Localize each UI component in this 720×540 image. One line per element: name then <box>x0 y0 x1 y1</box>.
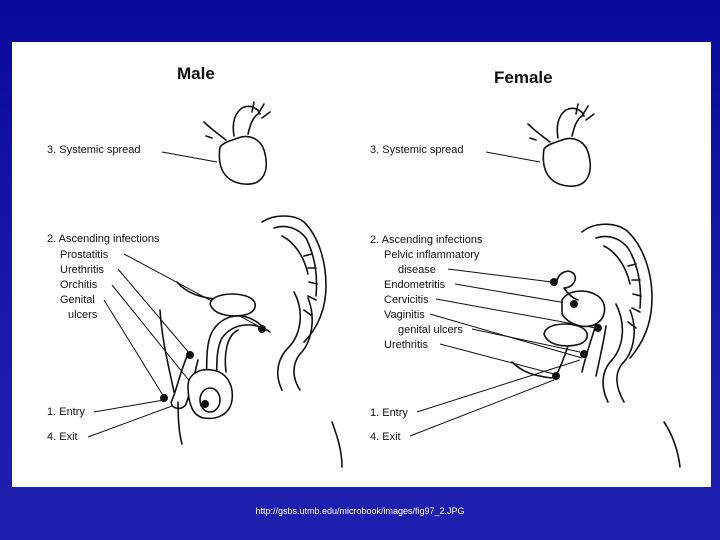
female-cervicitis-label: Cervicitis <box>384 294 429 306</box>
male-ulcers-label: ulcers <box>68 309 98 321</box>
female-heart-illustration <box>527 103 595 187</box>
male-genital-leader <box>103 299 165 398</box>
female-pid-leader <box>447 268 553 283</box>
female-pelvis-illustration <box>511 223 681 468</box>
female-heading: Female <box>494 68 553 87</box>
male-orchitis-leader <box>111 284 201 395</box>
male-urethritis-label: Urethritis <box>60 264 105 276</box>
infection-diagram: Male 3. Systemic spread 2. Ascending inf… <box>47 64 681 468</box>
male-genital-label: Genital <box>60 294 95 306</box>
female-vaginitis-label: Vaginitis <box>384 309 425 321</box>
female-systemic-label: 3. Systemic spread <box>370 144 464 156</box>
female-urethritis-label: Urethritis <box>384 339 429 351</box>
female-endometritis-leader <box>454 283 573 305</box>
male-systemic-label: 3. Systemic spread <box>47 144 141 156</box>
female-exit-label: 4. Exit <box>370 431 401 443</box>
female-pid-label-line2: disease <box>398 264 436 276</box>
slide-image-panel: Male 3. Systemic spread 2. Ascending inf… <box>12 42 711 487</box>
female-pid-label-line1: Pelvic inflammatory <box>384 249 480 261</box>
female-exit-leader <box>409 379 555 437</box>
source-url-caption: http://gsbs.utmb.edu/microbook/images/fi… <box>255 506 465 516</box>
female-ascending-label: 2. Ascending infections <box>370 234 483 246</box>
female-endometritis-label: Endometritis <box>384 279 446 291</box>
male-entry-label: 1. Entry <box>47 406 85 418</box>
female-systemic-leader <box>485 151 541 163</box>
male-exit-label: 4. Exit <box>47 431 78 443</box>
male-prostatitis-label: Prostatitis <box>60 249 109 261</box>
male-heading: Male <box>177 64 215 83</box>
male-ascending-label: 2. Ascending infections <box>47 233 160 245</box>
female-cervicitis-leader <box>435 298 597 329</box>
male-pelvis-illustration <box>159 215 343 468</box>
female-entry-leader <box>416 359 581 413</box>
male-systemic-leader <box>161 151 218 163</box>
female-genital-ulcers-leader <box>471 328 581 353</box>
female-genital-ulcers-label: genital ulcers <box>398 324 463 336</box>
male-orchitis-label: Orchitis <box>60 279 98 291</box>
male-exit-leader <box>87 405 173 438</box>
female-urethritis-leader <box>439 343 555 375</box>
male-urethritis-leader <box>117 268 191 355</box>
male-heart-illustration <box>203 101 271 185</box>
male-entry-leader <box>93 399 165 413</box>
female-entry-label: 1. Entry <box>370 407 408 419</box>
